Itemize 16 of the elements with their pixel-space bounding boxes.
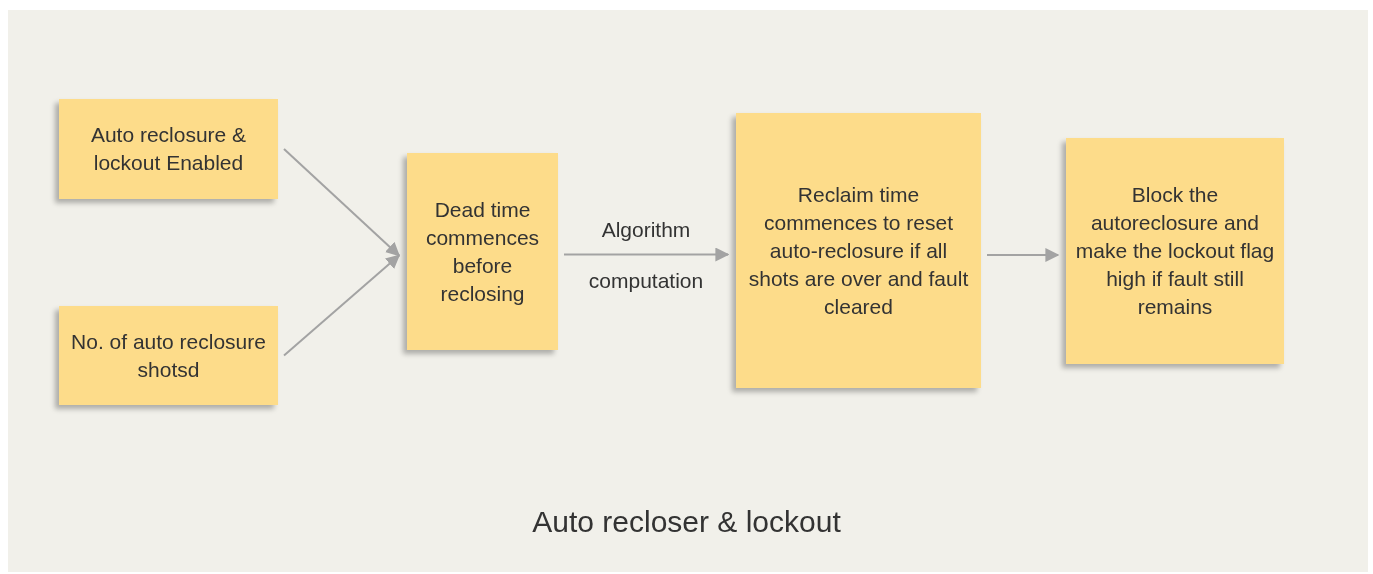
note-text: Reclaim time commences to reset auto-reclosure if all shots are over and fault cleared	[747, 181, 970, 320]
sticky-note	[407, 153, 558, 350]
arrow	[283, 148, 401, 257]
sticky-note	[59, 99, 278, 199]
edge-label: Algorithm computation	[587, 216, 705, 294]
arrow	[283, 254, 401, 357]
arrow	[563, 247, 730, 262]
note-text: No. of auto reclosure shotsd	[70, 328, 267, 383]
sticky-note	[1066, 138, 1284, 364]
note-text: Block the autoreclosure and make the lockout flag high if fault still remains	[1074, 182, 1276, 320]
sticky-note	[736, 113, 981, 388]
note-text: Auto reclosure & lockout Enabled	[89, 122, 248, 176]
note-text: Dead time commences before reclosing	[424, 196, 541, 307]
caption: Auto recloser & lockout	[531, 505, 842, 539]
arrow	[986, 248, 1060, 262]
sticky-note	[59, 306, 278, 405]
